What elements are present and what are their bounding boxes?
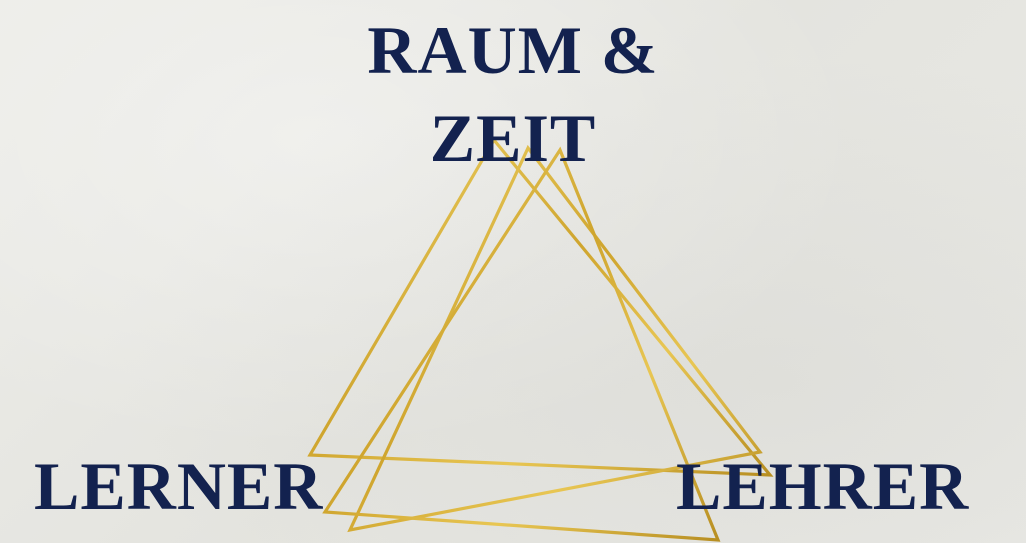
lehrer-label: LEHRER xyxy=(676,452,969,520)
zeit-label-line: ZEIT xyxy=(0,94,1026,182)
raum-label-line: RAUM & xyxy=(0,6,1026,94)
raum-zeit-label: RAUM & ZEIT xyxy=(0,6,1026,182)
triangle-outline-3 xyxy=(325,150,718,540)
triangle-outline-1 xyxy=(310,140,770,475)
lerner-label: LERNER xyxy=(34,452,323,520)
